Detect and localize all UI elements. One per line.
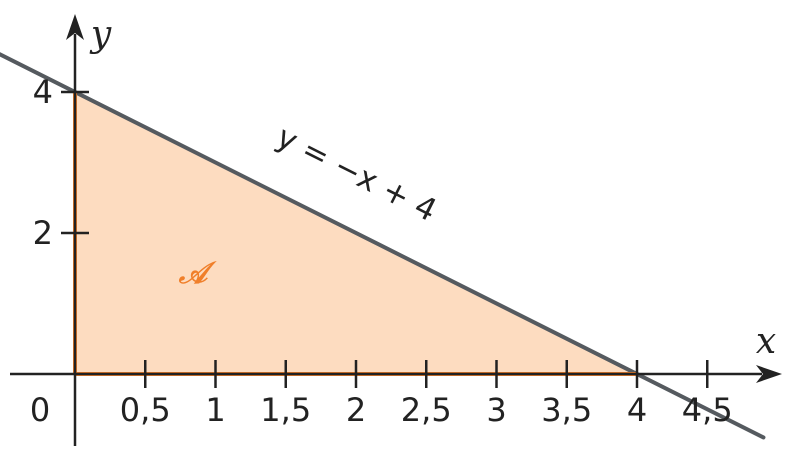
y-axis-arrow bbox=[66, 14, 84, 40]
y-axis-label: y bbox=[89, 14, 112, 55]
y-tick-label: 4 bbox=[33, 73, 53, 111]
x-tick-label: 1,5 bbox=[260, 391, 311, 429]
x-axis-label: x bbox=[756, 321, 776, 362]
x-tick-label: 4,5 bbox=[682, 391, 733, 429]
x-tick-label: 1 bbox=[205, 391, 225, 429]
y-tick-label: 2 bbox=[33, 214, 53, 252]
x-tick-label: 4 bbox=[627, 391, 647, 429]
origin-label: 0 bbox=[30, 391, 50, 429]
series-line bbox=[0, 52, 766, 440]
x-tick-label: 3 bbox=[486, 391, 506, 429]
x-tick-label: 2,5 bbox=[401, 391, 452, 429]
x-axis-arrow bbox=[756, 365, 782, 383]
x-tick-label: 0,5 bbox=[120, 391, 171, 429]
x-tick-label: 2 bbox=[346, 391, 366, 429]
x-tick-label: 3,5 bbox=[541, 391, 592, 429]
